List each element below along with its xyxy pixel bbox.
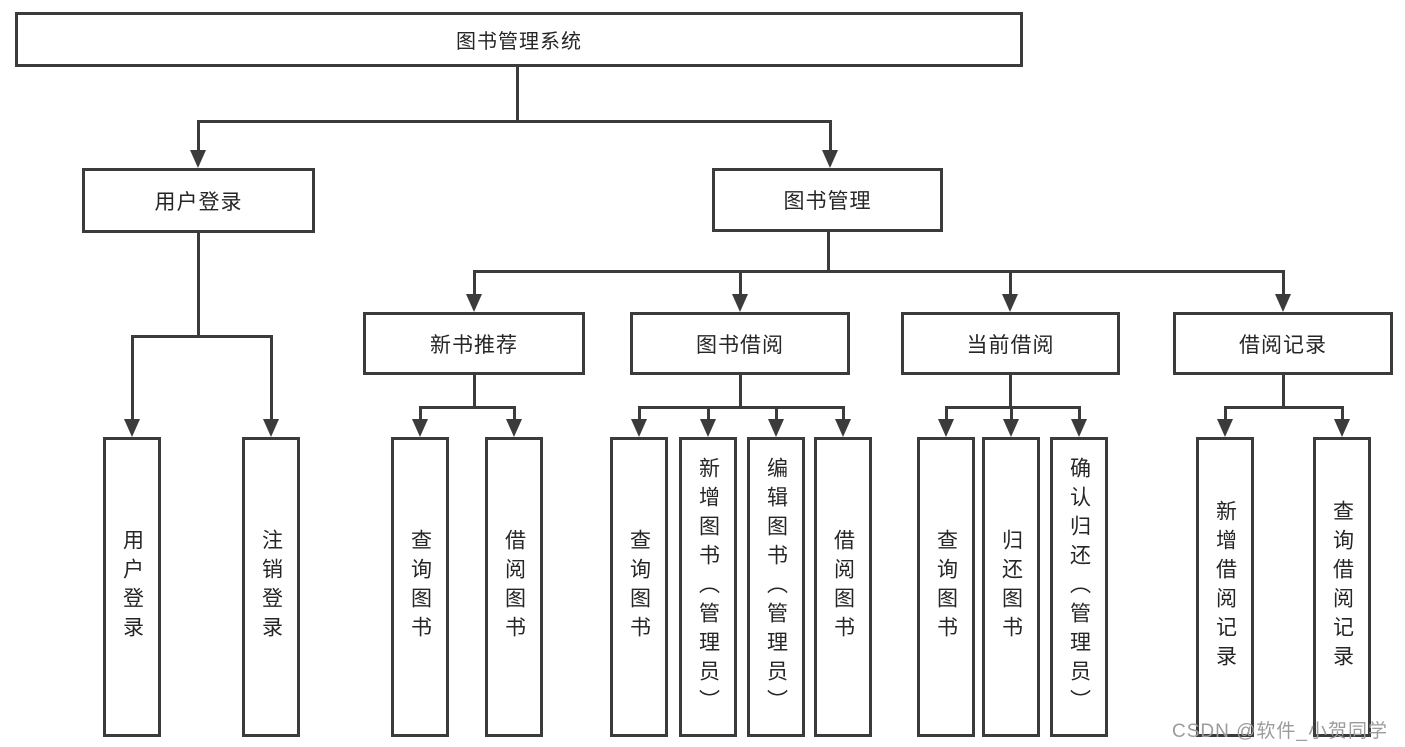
node-label: 当前借阅 xyxy=(966,333,1055,357)
leaf-label: 确认归还（管理员） xyxy=(1067,456,1091,718)
leaf-logout: 注销登录 xyxy=(242,437,300,737)
leaf-borrow-books: 借阅图书 xyxy=(814,437,872,737)
connector-to-leaf xyxy=(1341,406,1344,420)
connector-root-stem xyxy=(516,67,519,120)
leaf-user-login: 用户登录 xyxy=(103,437,161,737)
node-root: 图书管理系统 xyxy=(15,12,1023,67)
arrow-down-icon xyxy=(732,294,748,312)
leaf-borrow-books-recommend: 借阅图书 xyxy=(485,437,543,737)
connector-user-login-branch xyxy=(131,335,273,338)
arrow-down-icon xyxy=(768,419,784,437)
leaf-add-borrow-record: 新增借阅记录 xyxy=(1196,437,1254,737)
leaf-edit-book-admin: 编辑图书（管理员） xyxy=(747,437,805,737)
leaf-label: 编辑图书（管理员） xyxy=(764,456,788,718)
leaf-label: 新增图书（管理员） xyxy=(696,456,720,718)
connector-to-leaf xyxy=(270,335,273,419)
leaf-label: 用户登录 xyxy=(120,529,144,645)
arrow-down-icon xyxy=(190,150,206,168)
connector-root-branch xyxy=(197,120,832,123)
arrow-down-icon xyxy=(1334,419,1350,437)
arrow-down-icon xyxy=(835,419,851,437)
connector-stem xyxy=(1282,375,1285,406)
connector-to-leaf xyxy=(775,406,778,420)
arrow-down-icon xyxy=(1275,294,1291,312)
leaf-label: 查询借阅记录 xyxy=(1330,500,1354,674)
leaf-label: 注销登录 xyxy=(259,529,283,645)
connector-to-level3 xyxy=(1282,270,1285,294)
node-book-management: 图书管理 xyxy=(712,168,943,232)
arrow-down-icon xyxy=(822,150,838,168)
node-borrow-records: 借阅记录 xyxy=(1173,312,1393,375)
connector-to-leaf xyxy=(131,335,134,419)
arrow-down-icon xyxy=(466,294,482,312)
leaf-label: 查询图书 xyxy=(408,529,432,645)
node-label: 图书管理 xyxy=(783,190,872,213)
connector-branch xyxy=(419,406,516,409)
node-user-login: 用户登录 xyxy=(82,168,315,233)
leaf-label: 查询图书 xyxy=(627,529,651,645)
leaf-query-books-borrow: 查询图书 xyxy=(610,437,668,737)
arrow-down-icon xyxy=(124,419,140,437)
node-book-borrow: 图书借阅 xyxy=(630,312,850,375)
leaf-add-book-admin: 新增图书（管理员） xyxy=(679,437,737,737)
connector-to-leaf xyxy=(419,406,422,420)
leaf-query-borrow-record: 查询借阅记录 xyxy=(1313,437,1371,737)
connector-to-leaf xyxy=(1078,406,1081,420)
leaf-label: 新增借阅记录 xyxy=(1213,500,1237,674)
connector-to-level3 xyxy=(473,270,476,294)
node-label: 用户登录 xyxy=(154,190,243,214)
connector-to-leaf xyxy=(945,406,948,420)
leaf-label: 借阅图书 xyxy=(831,529,855,645)
connector-stem xyxy=(473,375,476,406)
arrow-down-icon xyxy=(506,419,522,437)
arrow-down-icon xyxy=(412,419,428,437)
connector-branch xyxy=(638,406,845,409)
leaf-label: 归还图书 xyxy=(999,529,1023,645)
node-new-book-recommend: 新书推荐 xyxy=(363,312,585,375)
leaf-label: 借阅图书 xyxy=(502,529,526,645)
connector-stem xyxy=(739,375,742,406)
connector-to-leaf xyxy=(1010,406,1013,420)
arrow-down-icon xyxy=(631,419,647,437)
connector-to-leaf xyxy=(842,406,845,420)
leaf-label: 查询图书 xyxy=(934,529,958,645)
watermark: CSDN @软件_小贺同学 xyxy=(1172,721,1388,742)
connector-to-leaf xyxy=(707,406,710,420)
leaf-return-book: 归还图书 xyxy=(982,437,1040,737)
arrow-down-icon xyxy=(938,419,954,437)
node-label: 借阅记录 xyxy=(1239,333,1327,357)
node-label: 图书借阅 xyxy=(696,333,784,357)
connector-stem xyxy=(1009,375,1012,406)
connector-book-management-stem xyxy=(827,232,830,270)
connector-to-level3 xyxy=(1009,270,1012,294)
arrow-down-icon xyxy=(700,419,716,437)
node-label: 新书推荐 xyxy=(430,333,518,357)
node-current-borrow: 当前借阅 xyxy=(901,312,1120,375)
connector-book-management-branch xyxy=(473,270,1285,273)
arrow-down-icon xyxy=(1002,294,1018,312)
connector-to-book-management xyxy=(829,120,832,152)
connector-to-leaf xyxy=(513,406,516,420)
leaf-query-books-current: 查询图书 xyxy=(917,437,975,737)
leaf-confirm-return-admin: 确认归还（管理员） xyxy=(1050,437,1108,737)
connector-to-leaf xyxy=(638,406,641,420)
connector-user-login-stem xyxy=(197,233,200,335)
leaf-query-books-recommend: 查询图书 xyxy=(391,437,449,737)
node-root-label: 图书管理系统 xyxy=(456,31,582,53)
arrow-down-icon xyxy=(1217,419,1233,437)
arrow-down-icon xyxy=(263,419,279,437)
arrow-down-icon xyxy=(1071,419,1087,437)
connector-branch xyxy=(1224,406,1343,409)
connector-to-user-login xyxy=(197,120,200,152)
arrow-down-icon xyxy=(1003,419,1019,437)
connector-to-leaf xyxy=(1224,406,1227,420)
connector-to-level3 xyxy=(739,270,742,294)
